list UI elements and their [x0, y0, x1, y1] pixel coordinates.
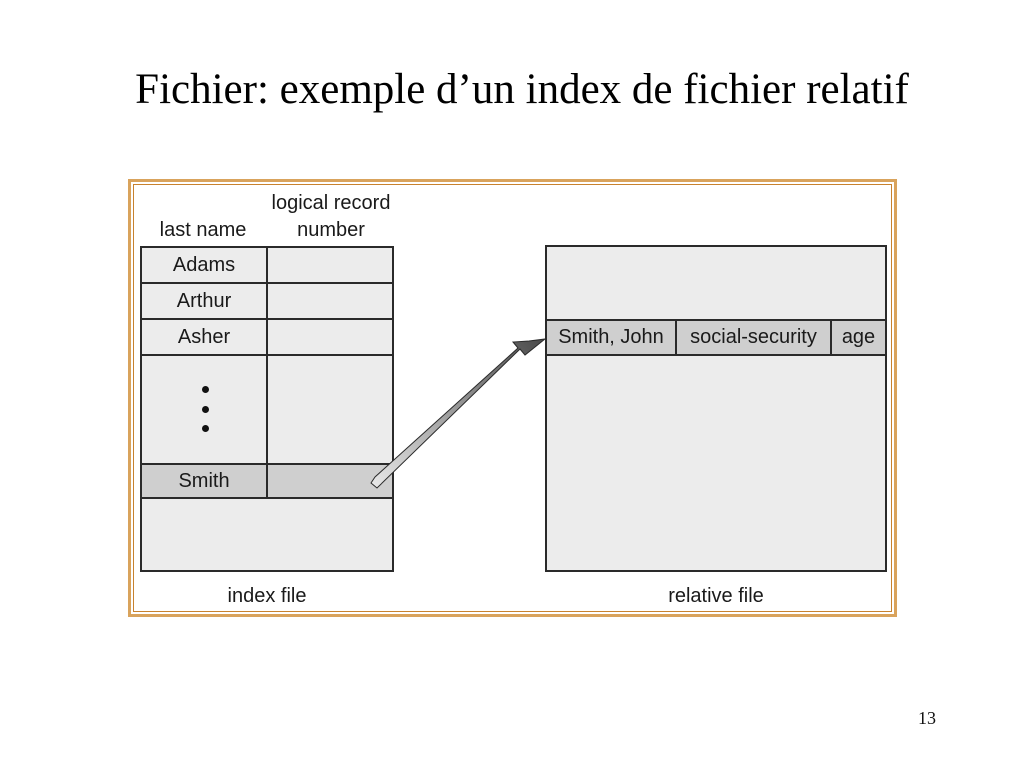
index-number-cell — [266, 354, 394, 465]
ellipsis-dot — [202, 386, 209, 393]
index-number-cell — [266, 318, 394, 356]
index-number-cell — [266, 282, 394, 320]
index-name-cell-asher: Asher — [140, 318, 268, 356]
index-empty-area — [140, 497, 394, 572]
index-name-cell-adams: Adams — [140, 246, 268, 284]
record-field-age: age — [830, 319, 887, 356]
relative-empty-top — [545, 245, 887, 321]
ellipsis-dot — [202, 425, 209, 432]
index-name-cell-arthur: Arthur — [140, 282, 268, 320]
relative-empty-bottom — [545, 354, 887, 572]
index-name-cell-smith: Smith — [140, 463, 268, 499]
index-number-cell — [266, 246, 394, 284]
ellipsis-dot — [202, 406, 209, 413]
record-field-name: Smith, John — [545, 319, 677, 356]
record-field-social-security: social-security — [675, 319, 832, 356]
slide-title: Fichier: exemple d’un index de fichier r… — [135, 66, 909, 113]
header-last-name: last name — [159, 219, 247, 241]
header-logical-record-line1: logical record — [271, 192, 391, 214]
header-logical-record-line2: number — [297, 219, 365, 241]
relative-file-caption: relative file — [668, 585, 764, 607]
page-number: 13 — [918, 708, 936, 728]
index-file-caption: index file — [227, 585, 307, 607]
index-number-cell-smith — [266, 463, 394, 499]
